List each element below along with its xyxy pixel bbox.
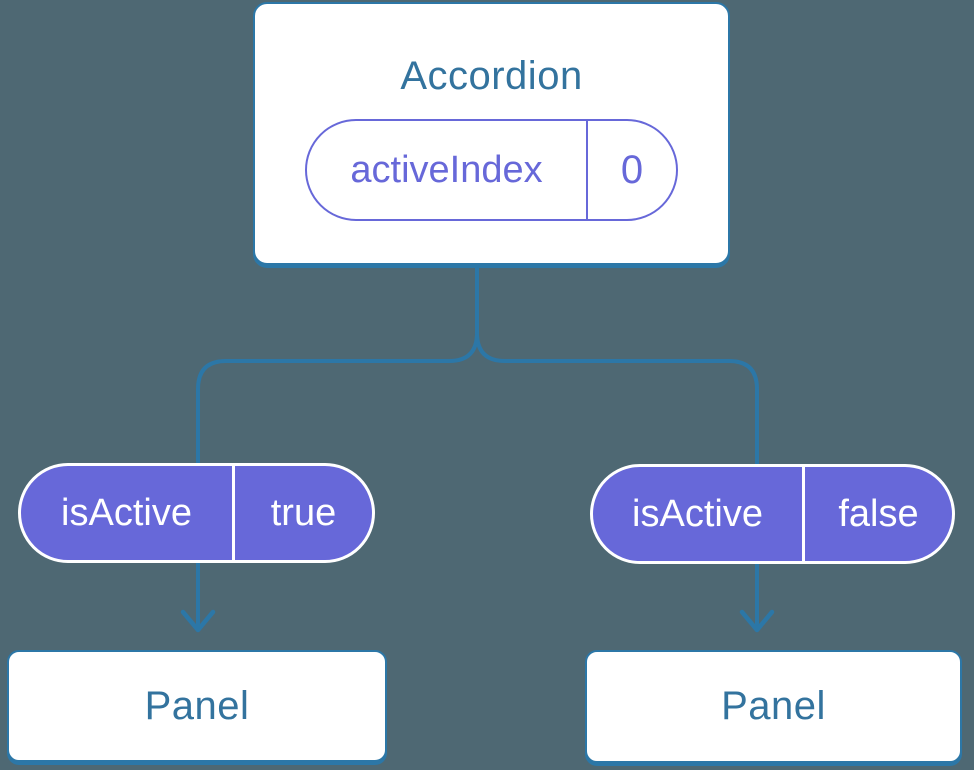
accordion-component-card: Accordion activeIndex 0 <box>253 2 730 265</box>
prop-name: isActive <box>61 491 192 534</box>
prop-pill-isactive-true: isActive true <box>18 463 375 563</box>
state-pill-activeindex: activeIndex 0 <box>305 119 678 221</box>
panel-component-card-left: Panel <box>7 650 387 762</box>
pill-divider <box>586 121 588 219</box>
prop-pill-isactive-false: isActive false <box>590 464 955 564</box>
panel-title: Panel <box>144 683 250 728</box>
prop-value: true <box>270 491 337 534</box>
pill-divider <box>802 467 805 561</box>
state-value: 0 <box>620 147 644 192</box>
panel-component-card-right: Panel <box>585 650 962 763</box>
panel-title: Panel <box>721 684 826 728</box>
pill-divider <box>232 466 235 560</box>
connector-left-branch <box>196 263 479 628</box>
connector-right-branch <box>475 263 759 628</box>
prop-name: isActive <box>632 492 763 535</box>
arrow-down-icon <box>739 609 775 633</box>
state-name: activeIndex <box>350 148 543 191</box>
accordion-title: Accordion <box>400 54 583 98</box>
arrow-down-icon <box>180 609 216 633</box>
prop-value: false <box>838 492 919 535</box>
